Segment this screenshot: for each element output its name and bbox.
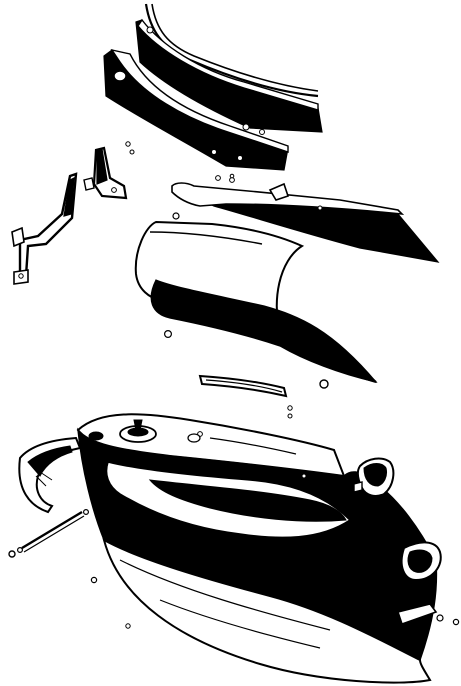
lower-side-panel — [134, 212, 378, 383]
upper-cross-panel — [103, 48, 289, 171]
through-bolt — [8, 509, 98, 584]
small-fastener — [125, 173, 460, 629]
upper-rail-panel — [135, 18, 323, 135]
mounting-bracket-long — [11, 172, 78, 285]
main-body-shell — [76, 413, 442, 684]
middle-side-panel — [171, 175, 440, 263]
grab-handle-bar — [198, 374, 288, 398]
mounting-bracket-small — [83, 141, 135, 200]
fuel-filler-cap — [88, 419, 201, 443]
front-cowl-piece — [18, 436, 82, 514]
lamp-bezel — [353, 457, 395, 497]
